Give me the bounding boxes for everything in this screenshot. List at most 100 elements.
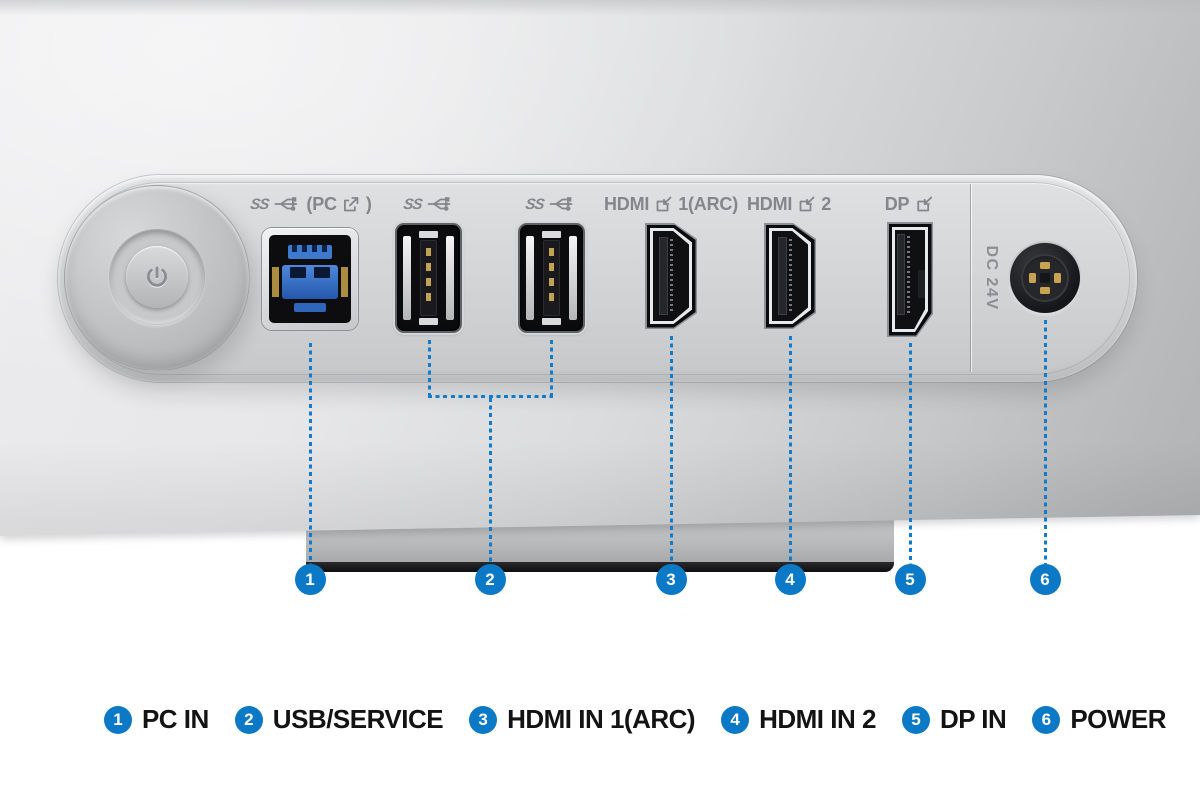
usb-a-port-1	[395, 223, 462, 333]
power-button	[126, 246, 188, 308]
callout-2: 2	[474, 564, 506, 595]
callout-4: 4	[774, 564, 806, 595]
ss-usb-mark: SS	[249, 195, 270, 213]
usb-b-notch	[290, 267, 306, 278]
usb-trident-icon	[274, 197, 298, 211]
label-hdmi1-name: HDMI	[604, 193, 650, 214]
usb-a-rail	[446, 236, 454, 320]
dc-pin	[1040, 262, 1050, 269]
pc-export-icon	[344, 196, 359, 211]
usb-a-pins	[549, 248, 554, 308]
label-usb-2: SS	[524, 193, 576, 215]
leader-line-4	[788, 336, 792, 564]
legend: 1 PC IN 2 USB/SERVICE 3 HDMI IN 1(ARC) 4…	[70, 704, 1200, 735]
label-hdmi1-suffix: 1(ARC)	[678, 193, 738, 214]
stand-mount-bracket	[306, 500, 894, 572]
callout-3: 3	[655, 564, 687, 595]
label-hdmi2-name: HDMI	[746, 193, 793, 214]
ss-usb-mark: SS	[402, 195, 423, 213]
legend-item-pc-in: 1 PC IN	[103, 704, 209, 735]
callout-6: 6	[1029, 564, 1061, 595]
usb-a-rail	[526, 236, 534, 320]
hdmi-tongue	[659, 237, 668, 315]
dc-power-jack-inner	[1021, 254, 1069, 302]
legend-label-usb-service: USB/SERVICE	[272, 704, 444, 734]
legend-item-hdmi-in-1: 3 HDMI IN 1(ARC)	[469, 704, 696, 735]
dc-pin	[1029, 273, 1036, 283]
legend-badge-5: 5	[901, 705, 930, 734]
input-icon	[916, 196, 932, 211]
label-hdmi-2: HDMI 2	[747, 193, 831, 215]
hdmi-interior	[772, 231, 808, 321]
dp-opening	[888, 223, 932, 336]
dp-pins	[907, 236, 910, 313]
label-usb-pc-close: )	[365, 193, 372, 214]
dp-port	[887, 222, 933, 337]
legend-label-pc-in: PC IN	[141, 704, 209, 734]
usb-b-notch	[314, 267, 330, 278]
legend-badge-2: 2	[234, 705, 263, 734]
usb-a-tab	[419, 231, 438, 238]
power-button-disc	[64, 185, 250, 371]
usb-b-connector	[282, 265, 338, 299]
leader-line-1	[308, 343, 312, 564]
legend-item-dp-in: 5 DP IN	[901, 704, 1007, 735]
legend-label-hdmi-in-1: HDMI IN 1(ARC)	[507, 704, 696, 734]
usb-a-pins	[426, 248, 431, 308]
dp-interior	[895, 230, 925, 329]
leader-line-6	[1043, 320, 1047, 564]
input-icon	[656, 196, 672, 211]
label-dp: DP	[885, 193, 934, 215]
hdmi-opening	[765, 224, 815, 328]
usb-trident-icon	[427, 197, 451, 211]
dc-center-key	[1040, 273, 1050, 283]
panel-divider	[970, 184, 971, 372]
legend-item-usb-service: 2 USB/SERVICE	[234, 704, 444, 735]
hdmi-pins	[789, 239, 792, 313]
usb-a-port-2	[518, 223, 585, 333]
hdmi-interior	[653, 231, 689, 321]
dp-latch	[918, 270, 925, 298]
legend-badge-6: 6	[1032, 705, 1061, 734]
legend-item-power: 6 POWER	[1032, 704, 1167, 735]
callout-1: 1	[294, 564, 326, 595]
label-dp-name: DP	[884, 193, 910, 214]
usb-a-rail	[403, 236, 411, 320]
usb-b-bottom-tab	[294, 303, 326, 312]
usb-a-rail	[569, 236, 577, 320]
usb-a-tab	[419, 318, 438, 325]
leader-line-2c	[488, 398, 492, 564]
dc-pin	[1040, 287, 1050, 294]
dc-power-jack	[1010, 243, 1080, 313]
usb-b-cavity	[269, 235, 351, 323]
hdmi-port-2	[764, 223, 816, 329]
hdmi-opening	[646, 224, 696, 328]
usb-b-contact-left	[272, 267, 279, 297]
dp-shell	[892, 227, 928, 332]
legend-label-dp-in: DP IN	[939, 704, 1007, 734]
usb-a-tab	[542, 318, 561, 325]
label-hdmi-1: HDMI 1(ARC)	[604, 193, 738, 215]
leader-line-3	[669, 336, 673, 564]
usb-b-contact-right	[341, 267, 348, 297]
label-usb-pc: SS (PC )	[249, 193, 372, 215]
leader-line-2b	[549, 340, 553, 397]
usb-a-tongue	[543, 240, 560, 316]
label-usb-pc-open: (PC	[306, 193, 337, 214]
legend-label-power: POWER	[1070, 704, 1167, 734]
legend-label-hdmi-in-2: HDMI IN 2	[759, 704, 876, 734]
power-icon	[147, 266, 167, 288]
leader-line-5	[908, 343, 912, 564]
usb-a-tongue	[420, 240, 437, 316]
usb-a-tab	[542, 231, 561, 238]
legend-badge-3: 3	[469, 705, 498, 734]
dc-pin	[1054, 273, 1061, 283]
dp-tongue	[897, 234, 905, 315]
dc-voltage-label: DC 24V	[983, 245, 1000, 311]
legend-badge-1: 1	[103, 705, 132, 734]
input-icon	[799, 196, 815, 211]
hdmi-shell	[769, 228, 811, 324]
